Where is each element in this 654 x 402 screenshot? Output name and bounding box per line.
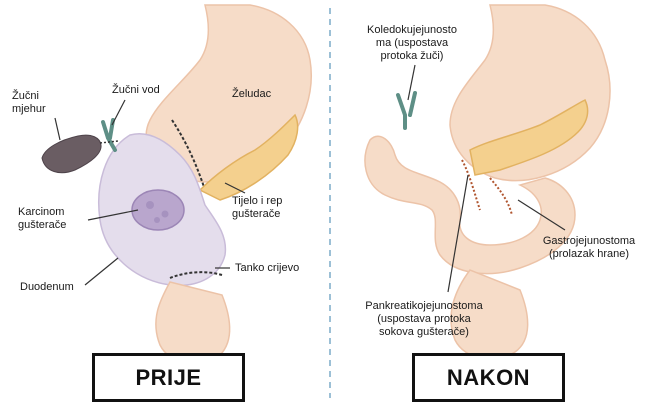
bile-duct-cut (100, 141, 118, 143)
label-gastro: Gastrojejunostoma (prolazak hrane) (530, 235, 648, 261)
label-choledocho-line1: Koledokujejunosto (352, 24, 472, 37)
bile-duct-before (103, 120, 115, 150)
leader-duodenum (85, 258, 118, 285)
label-stomach: Želudac (232, 88, 271, 101)
label-duodenum: Duodenum (20, 281, 74, 294)
label-pancreatico-line1: Pankreatikojejunostoma (345, 300, 503, 313)
leader-gallbladder (55, 118, 60, 140)
label-gallbladder-line1: Žučni (12, 90, 46, 103)
small-intestine-before (156, 282, 230, 364)
label-pancreatico-line2: (uspostava protoka (345, 313, 503, 326)
label-pancreatico: Pankreatikojejunostoma (uspostava protok… (345, 300, 503, 339)
gastro-suture (490, 178, 512, 215)
label-pancreas-body-line1: Tijelo i rep (232, 195, 282, 208)
label-bile-duct: Žučni vod (112, 84, 160, 97)
tumor-texture-2 (162, 211, 169, 218)
after-title-box: NAKON (412, 353, 565, 402)
bile-duct-after (398, 93, 415, 128)
label-gallbladder-line2: mjehur (12, 103, 46, 116)
before-illustration (42, 5, 311, 364)
before-title-box: PRIJE (92, 353, 245, 402)
label-pancreas-body-line2: gušterače (232, 208, 282, 221)
label-gastro-line1: Gastrojejunostoma (530, 235, 648, 248)
tumor-texture-1 (146, 201, 154, 209)
label-tumor: Karcinom gušterače (18, 206, 66, 232)
leader-bile-duct (112, 100, 125, 125)
tumor-texture-3 (154, 217, 160, 223)
label-tumor-line2: gušterače (18, 219, 66, 232)
label-choledocho-line2: ma (uspostava (352, 37, 472, 50)
label-pancreas-body: Tijelo i rep gušterače (232, 195, 282, 221)
label-small-intestine: Tanko crijevo (235, 262, 299, 275)
label-choledocho-line3: protoka žuči) (352, 50, 472, 63)
label-choledocho: Koledokujejunosto ma (uspostava protoka … (352, 24, 472, 63)
label-tumor-line1: Karcinom (18, 206, 66, 219)
label-gastro-line2: (prolazak hrane) (530, 248, 648, 261)
label-gallbladder: Žučni mjehur (12, 90, 46, 116)
gallbladder (42, 135, 101, 173)
tumor (132, 190, 184, 230)
label-pancreatico-line3: sokova gušterače) (345, 326, 503, 339)
